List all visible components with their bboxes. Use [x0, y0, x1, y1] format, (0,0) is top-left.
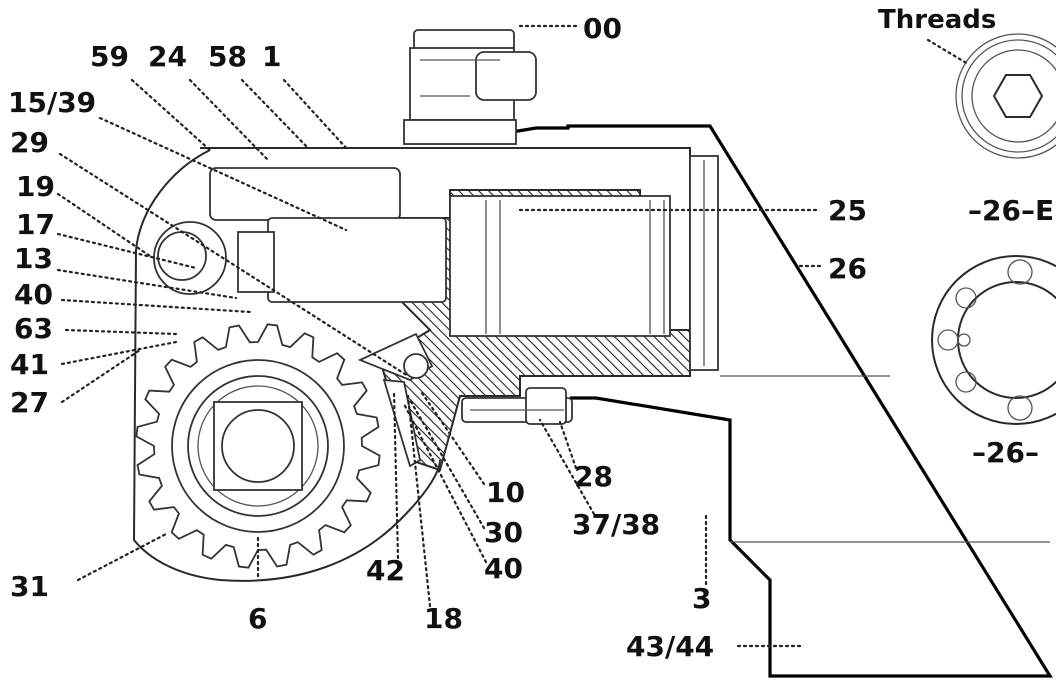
label-26-top-detail: –26–E [968, 194, 1054, 227]
threads-hex-icon [955, 33, 1056, 159]
side-plate [132, 149, 441, 582]
label-19: 19 [16, 170, 55, 203]
label-29: 29 [10, 126, 49, 159]
label-30: 30 [484, 516, 523, 549]
label-6: 6 [248, 602, 267, 635]
label-26: 26 [828, 252, 867, 285]
label-17: 17 [16, 208, 55, 241]
label-28: 28 [574, 460, 613, 493]
label-26-bottom-detail: –26– [972, 436, 1039, 469]
label-31: 31 [10, 570, 49, 603]
cylinder-body [200, 147, 719, 472]
ratchet-gear [135, 323, 381, 569]
label-1: 1 [262, 40, 281, 73]
label-43-44: 43/44 [626, 630, 714, 663]
label-threads: Threads [878, 5, 996, 35]
label-41: 41 [10, 348, 49, 381]
label-63: 63 [14, 312, 53, 345]
label-15-39: 15/39 [8, 86, 96, 119]
label-10: 10 [486, 476, 525, 509]
label-3: 3 [692, 582, 711, 615]
tail-fittings [461, 387, 573, 425]
label-59: 59 [90, 40, 129, 73]
label-27: 27 [10, 386, 49, 419]
label-13: 13 [14, 242, 53, 275]
label-58: 58 [208, 40, 247, 73]
flange-bolt-icon [931, 255, 1056, 425]
pawl-assembly [153, 221, 434, 468]
label-37-38: 37/38 [572, 508, 660, 541]
label-42: 42 [366, 554, 405, 587]
label-00: 00 [583, 12, 622, 45]
label-40-left: 40 [14, 278, 53, 311]
label-25: 25 [828, 194, 867, 227]
leader-lines [56, 24, 970, 648]
label-24: 24 [148, 40, 187, 73]
swivel-fitting [403, 29, 537, 145]
label-40-bottom: 40 [484, 552, 523, 585]
label-18: 18 [424, 602, 463, 635]
housing-outline [511, 124, 1053, 678]
